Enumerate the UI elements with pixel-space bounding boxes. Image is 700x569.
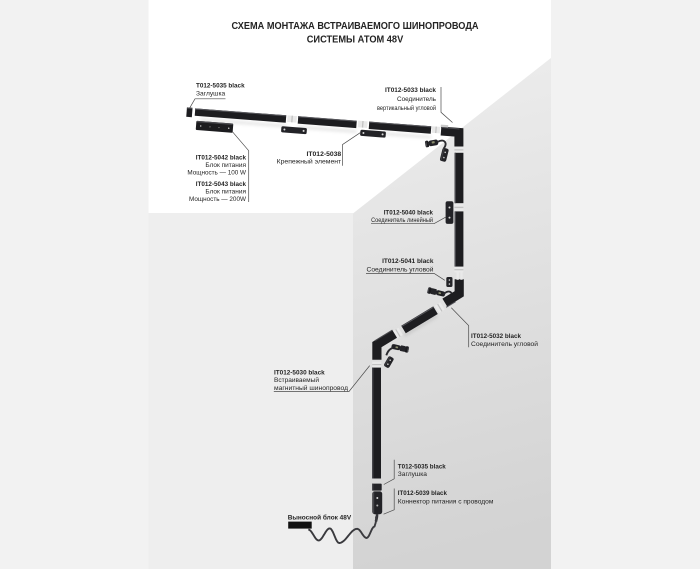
- svg-text:СИСТЕМЫ АТОМ 48V: СИСТЕМЫ АТОМ 48V: [307, 35, 404, 46]
- svg-text:Блок питания: Блок питания: [205, 189, 246, 196]
- svg-text:Заглушка: Заглушка: [398, 471, 428, 478]
- svg-text:Соединитель угловой: Соединитель угловой: [367, 266, 434, 274]
- svg-text:IT012-5033 black: IT012-5033 black: [385, 87, 436, 94]
- svg-text:вертикальный угловой: вертикальный угловой: [377, 104, 436, 112]
- svg-text:Коннектор питания с проводом: Коннектор питания с проводом: [398, 498, 494, 505]
- svg-text:IT012-5039 black: IT012-5039 black: [398, 490, 447, 497]
- svg-text:IT012-5043 black: IT012-5043 black: [196, 181, 247, 188]
- svg-text:IT012-5040 black: IT012-5040 black: [384, 209, 434, 216]
- svg-text:магнитный шинопровод: магнитный шинопровод: [274, 384, 348, 392]
- svg-text:Крепежный элемент: Крепежный элемент: [277, 158, 342, 166]
- svg-text:IT012-5030 black: IT012-5030 black: [274, 369, 325, 376]
- svg-text:СХЕМА МОНТАЖА ВСТРАИВАЕМОГО ШИ: СХЕМА МОНТАЖА ВСТРАИВАЕМОГО ШИНОПРОВОДА: [232, 21, 479, 32]
- svg-text:T012-5035 black: T012-5035 black: [196, 83, 245, 90]
- svg-text:Выносной блок 48V: Выносной блок 48V: [288, 513, 352, 521]
- svg-text:Заглушка: Заглушка: [196, 90, 226, 97]
- svg-text:Соединитель угловой: Соединитель угловой: [471, 340, 538, 348]
- svg-text:IT012-5032 black: IT012-5032 black: [471, 333, 521, 340]
- svg-text:Мощность — 100 W: Мощность — 100 W: [187, 169, 246, 176]
- svg-text:IT012-5042 black: IT012-5042 black: [196, 154, 247, 161]
- svg-text:Мощность — 200W: Мощность — 200W: [189, 196, 247, 203]
- svg-text:IT012-5038: IT012-5038: [307, 151, 342, 158]
- svg-text:Соединитель: Соединитель: [397, 96, 437, 103]
- svg-text:Блок питания: Блок питания: [205, 162, 246, 169]
- svg-text:Соединитель линейный: Соединитель линейный: [371, 216, 433, 224]
- svg-text:IT012-5041 black: IT012-5041 black: [382, 258, 434, 265]
- svg-text:Встраиваемый: Встраиваемый: [274, 376, 319, 384]
- svg-text:T012-5035 black: T012-5035 black: [398, 463, 446, 470]
